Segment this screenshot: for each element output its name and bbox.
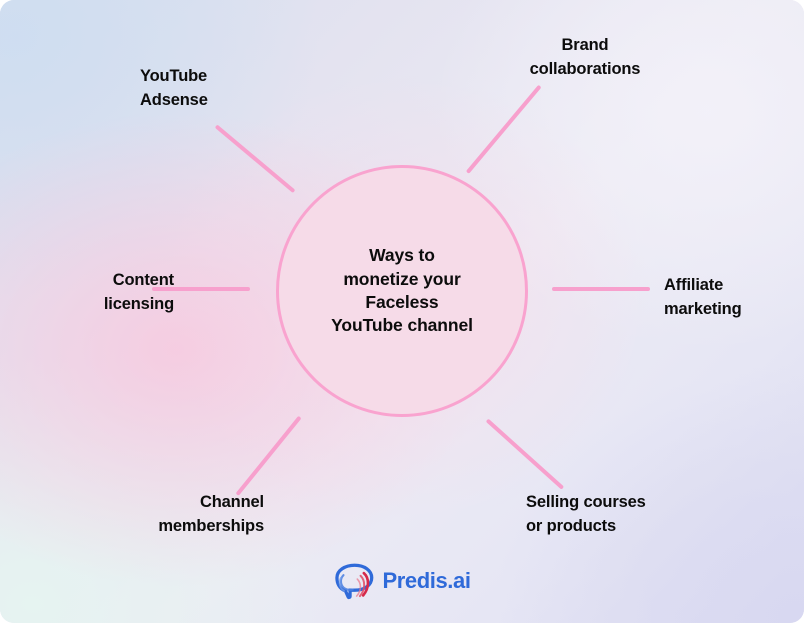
spoke-line-youtube-adsense bbox=[214, 124, 296, 194]
spoke-label-affiliate-marketing: Affiliate marketing bbox=[664, 276, 742, 318]
central-hub-circle: Ways to monetize your Faceless YouTube c… bbox=[276, 165, 528, 417]
spoke-line-brand-collaborations bbox=[465, 84, 542, 174]
spoke-line-content-licensing bbox=[152, 287, 250, 291]
spoke-label-channel-memberships: Channel memberships bbox=[158, 493, 264, 535]
spoke-label-brand-collaborations: Brand collaborations bbox=[529, 36, 641, 78]
spoke-line-selling-courses bbox=[485, 418, 565, 490]
spoke-label-youtube-adsense: YouTube Adsense bbox=[140, 67, 208, 109]
footer-brand: Predis.ai bbox=[0, 561, 804, 601]
spoke-label-content-licensing: Content licensing bbox=[103, 271, 174, 313]
brand-name: Predis.ai bbox=[382, 568, 471, 593]
speech-bubble-swirl-icon bbox=[335, 563, 374, 600]
spoke-label-selling-courses: Selling courses or products bbox=[526, 493, 646, 535]
spoke-line-affiliate-marketing bbox=[552, 287, 650, 291]
hub-title: Ways to monetize your Faceless YouTube c… bbox=[331, 245, 473, 336]
spoke-line-channel-memberships bbox=[235, 415, 302, 496]
